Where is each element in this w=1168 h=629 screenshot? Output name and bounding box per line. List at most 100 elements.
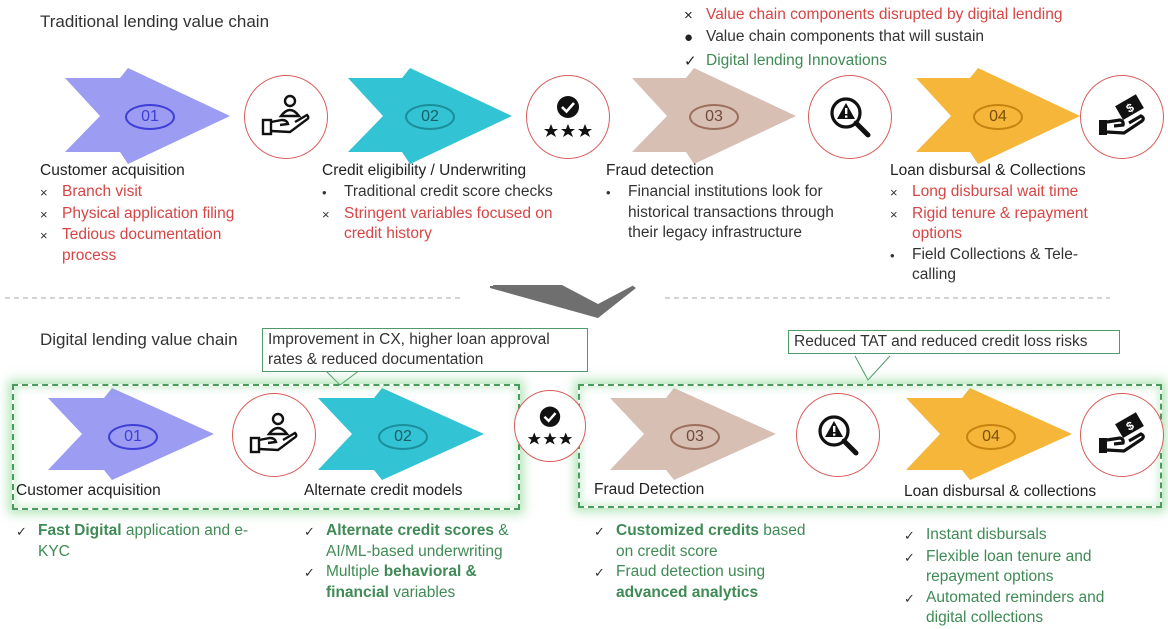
- bullet-text: Stringent variables focused on credit hi…: [344, 204, 553, 243]
- bullet-text: Financial institutions look for historic…: [628, 183, 834, 241]
- list-item: ✓ Multiple behavioral & financial variab…: [304, 562, 534, 603]
- bullet-text: Tedious documentation process: [62, 226, 222, 264]
- digital-bullets: ✓ Customized credits based on credit sco…: [594, 521, 824, 603]
- circle-badge-stars: [514, 390, 586, 462]
- step-bullets: • Financial institutions look for histori…: [606, 182, 836, 244]
- bullet-text: Rigid tenure & repayment options: [912, 204, 1088, 243]
- callout-tat: Reduced TAT and reduced credit loss risk…: [788, 330, 1120, 354]
- step-number-badge: 01: [125, 104, 175, 130]
- list-item: ✓ Fraud detection using advanced analyti…: [594, 562, 824, 603]
- list-item: × Stringent variables focused on credit h…: [322, 204, 562, 245]
- bullet-bold: Alternate credit scores: [326, 522, 494, 539]
- list-item: • Traditional credit score checks: [322, 182, 562, 204]
- list-item: ✓ Flexible loan tenure and repayment opt…: [904, 547, 1134, 588]
- step-title: Fraud Detection: [594, 481, 705, 498]
- step-number: 04: [982, 428, 1000, 445]
- traditional-title: Traditional lending value chain: [40, 12, 270, 31]
- badge-stars-icon: [544, 96, 592, 137]
- list-item: ✓ Customized credits based on credit sco…: [594, 521, 824, 562]
- step-number-badge: 04: [973, 104, 1023, 130]
- list-item: ✓ Fast Digital application and e-KYC: [16, 521, 266, 562]
- hand-person-icon: [249, 412, 298, 454]
- list-item: • Field Collections & Tele-calling: [890, 245, 1120, 286]
- hand-person-icon: [261, 94, 310, 136]
- step-title: Fraud detection: [606, 162, 714, 179]
- cross-icon: ×: [40, 185, 48, 200]
- check-icon: ✓: [594, 524, 605, 539]
- circle-magnifier: [808, 75, 892, 159]
- step-title: Customer acquisition: [40, 162, 185, 179]
- dot-icon: •: [890, 247, 895, 263]
- bullet-bold: behavioral & financial: [326, 563, 477, 601]
- cross-icon: ×: [322, 206, 330, 222]
- legend-item-sustain: ● Value chain components that will susta…: [684, 28, 984, 46]
- cross-icon: ×: [40, 228, 48, 243]
- digital-bullets: ✓ Alternate credit scores & AI/ML-based …: [304, 521, 534, 603]
- list-item: ×Long disbursal wait time: [890, 182, 1120, 204]
- step-title: Alternate credit models: [304, 482, 463, 499]
- badge-stars-icon: [527, 406, 573, 445]
- step-number: 02: [421, 108, 439, 125]
- check-icon: ✓: [594, 565, 605, 580]
- cross-icon: ×: [890, 206, 898, 222]
- bullet-text: Branch visit: [62, 183, 143, 200]
- bullet-text: Fraud detection using: [616, 563, 766, 580]
- dot-icon: •: [606, 185, 611, 200]
- bullet-text: variables: [388, 583, 456, 601]
- circle-hand-person: [232, 393, 316, 477]
- list-item: × Tedious documentation process: [40, 225, 270, 266]
- dot-icon: •: [322, 185, 327, 200]
- step-number-badge: 02: [405, 104, 455, 130]
- check-icon: ✓: [904, 590, 915, 606]
- bullet-text: Instant disbursals: [926, 526, 1047, 543]
- bullet-text: Multiple: [326, 563, 384, 580]
- cross-icon: ×: [890, 185, 898, 200]
- step-number-badge: 01: [108, 424, 158, 450]
- bullet-text: & AI/ML-based underwriting: [326, 522, 509, 560]
- magnifier-alert-icon: [818, 415, 859, 456]
- digital-bullets: ✓ Fast Digital application and e-KYC: [16, 521, 266, 562]
- bullet-text: Field Collections & Tele-calling: [912, 245, 1078, 284]
- bullet-text: Physical application filing: [62, 204, 235, 222]
- step-number-badge: 04: [966, 424, 1016, 450]
- step-title: Customer acquisition: [16, 482, 161, 499]
- bullet-text: Flexible loan tenure and repayment optio…: [926, 547, 1092, 586]
- step-number: 01: [124, 428, 142, 445]
- cross-icon: ×: [684, 6, 693, 24]
- step-number: 03: [705, 108, 723, 125]
- legend-text: Value chain components that will sustain: [706, 28, 985, 45]
- dot-icon: ●: [684, 28, 694, 46]
- check-icon: ✓: [304, 565, 315, 580]
- step-number-badge: 03: [689, 104, 739, 130]
- step-bullets: • Traditional credit score checks × String…: [322, 182, 562, 245]
- list-item: ✓ Instant disbursals: [904, 525, 1134, 547]
- circle-hand-money: $: [1080, 75, 1164, 159]
- step-number: 04: [989, 108, 1007, 125]
- digital-bullets: ✓ Instant disbursals ✓ Flexible loan ten…: [904, 525, 1134, 629]
- bullet-text: Traditional credit score checks: [344, 183, 553, 200]
- circle-badge-stars: [526, 75, 610, 159]
- bullet-text: Automated reminders and digital collecti…: [926, 588, 1105, 627]
- step-number: 02: [394, 428, 412, 445]
- check-icon: ✓: [16, 524, 27, 539]
- step-bullets: ×Long disbursal wait time × Rigid tenure …: [890, 182, 1120, 286]
- bullet-text: application and e-KYC: [38, 522, 249, 560]
- bullet-text: based on credit score: [616, 522, 806, 560]
- step-bullets: ×Branch visit ×Physical application fili…: [40, 182, 270, 266]
- bullet-bold: Customized credits: [616, 522, 759, 539]
- circle-hand-money: $: [1080, 393, 1164, 477]
- legend-item-innovations: ✓ Digital lending Innovations: [684, 52, 887, 70]
- step-title: Loan disbursal & Collections: [890, 162, 1086, 179]
- legend-text: Value chain components disrupted by digi…: [706, 6, 1063, 23]
- hand-money-icon: $: [1099, 412, 1145, 453]
- digital-title: Digital lending value chain: [40, 330, 238, 349]
- step-title: Credit eligibility / Underwriting: [322, 162, 527, 179]
- check-icon: ✓: [304, 524, 315, 539]
- list-item: ×Physical application filing: [40, 204, 270, 226]
- list-item: ✓ Alternate credit scores & AI/ML-based …: [304, 521, 534, 562]
- check-icon: ✓: [684, 53, 697, 70]
- step-number-badge: 02: [378, 424, 428, 450]
- circle-hand-person: [244, 75, 328, 159]
- circle-magnifier: [796, 393, 880, 477]
- list-item: × Branch visit: [40, 182, 270, 204]
